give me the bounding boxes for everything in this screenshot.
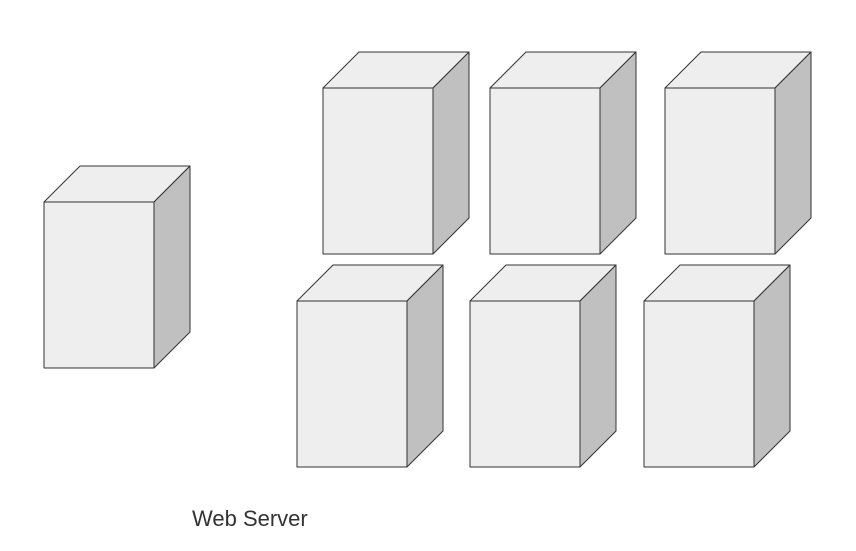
server-box-4-side (774, 51, 812, 255)
server-box-1 (43, 165, 191, 369)
diagram-caption: Web Server (192, 506, 308, 531)
server-box-5 (296, 264, 444, 468)
server-box-7-front (643, 300, 755, 468)
server-box-6-side (579, 264, 617, 468)
server-box-3-side (599, 51, 637, 255)
server-box-7-side (753, 264, 791, 468)
server-box-3 (489, 51, 637, 255)
server-box-7 (643, 264, 791, 468)
server-box-2-side (432, 51, 470, 255)
server-box-5-side (406, 264, 444, 468)
server-box-4-front (664, 87, 776, 255)
server-box-3-front (489, 87, 601, 255)
server-box-2-front (322, 87, 434, 255)
server-box-6-front (469, 300, 581, 468)
server-box-1-front (43, 201, 155, 369)
server-box-4 (664, 51, 812, 255)
server-box-5-front (296, 300, 408, 468)
server-box-6 (469, 264, 617, 468)
server-box-2 (322, 51, 470, 255)
server-box-1-side (153, 165, 191, 369)
